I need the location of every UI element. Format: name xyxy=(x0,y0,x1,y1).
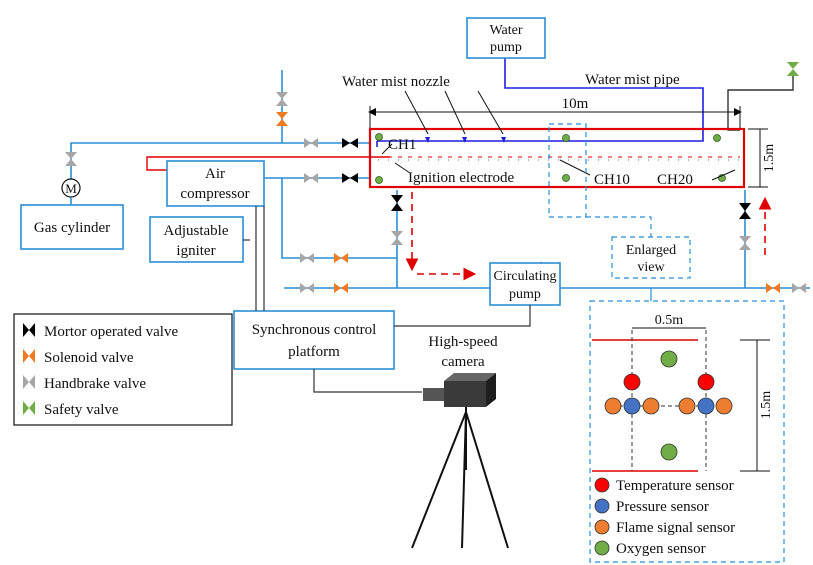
air-compressor-box xyxy=(166,160,265,207)
camera-icon xyxy=(411,373,509,549)
detail-sensors xyxy=(604,350,733,461)
water-nozzles xyxy=(425,137,506,143)
water-pump-label-2: pump xyxy=(490,40,522,55)
ch10-label: CH10 xyxy=(594,172,630,188)
control-lines xyxy=(243,206,531,393)
legend-solenoid-valve: Solenoid valve xyxy=(44,350,134,366)
detail-cross-section xyxy=(592,327,770,472)
circulating-pump-label-2: pump xyxy=(509,287,541,302)
air-compressor-label-1: Air xyxy=(205,166,225,182)
detail-height-label: 1.5m xyxy=(759,391,774,420)
flow-arrows xyxy=(405,192,772,281)
water-pump-label-1: Water xyxy=(489,23,522,38)
camera-label-2: camera xyxy=(441,354,485,370)
sync-platform-label-1: Synchronous control xyxy=(252,322,377,338)
ch1-label: CH1 xyxy=(388,137,416,153)
safety-valve xyxy=(787,62,799,76)
legend-temperature-sensor: Temperature sensor xyxy=(616,478,734,494)
water-mist-pipe xyxy=(376,58,704,147)
water-pump-box xyxy=(466,17,546,59)
adjustable-igniter-label-2: igniter xyxy=(176,243,215,259)
ch20-label: CH20 xyxy=(657,172,693,188)
air-compressor-label-2: compressor xyxy=(180,186,249,202)
circulating-pump-label-1: Circulating xyxy=(494,269,557,284)
legend-safety-valve: Safety valve xyxy=(44,402,119,418)
water-mist-nozzle-label: Water mist nozzle xyxy=(342,74,450,90)
sync-platform-label-2: platform xyxy=(288,344,340,360)
exhaust-line xyxy=(727,74,794,131)
adjustable-igniter-box xyxy=(149,216,244,263)
enlarged-view-label-1: Enlarged xyxy=(626,243,676,258)
gas-cylinder-box xyxy=(20,204,124,250)
handbrake-valves xyxy=(65,92,806,293)
legend-oxygen-sensor: Oxygen sensor xyxy=(616,541,706,557)
enlarged-region xyxy=(548,123,587,218)
ignition-electrode-label: Ignition electrode xyxy=(408,170,515,186)
solenoid-valves xyxy=(276,112,780,293)
svg-text:M: M xyxy=(65,181,77,196)
enlarged-view-box xyxy=(611,236,691,279)
valve-legend-icons xyxy=(23,323,35,415)
legend-flame-sensor: Flame signal sensor xyxy=(616,520,735,536)
detail-width-label: 0.5m xyxy=(655,313,684,328)
enlarged-view-label-2: view xyxy=(637,260,665,275)
legend-motor-valve: Mortor operated valve xyxy=(44,324,178,340)
water-mist-pipe-label: Water mist pipe xyxy=(585,72,680,88)
camera-label-1: High-speed xyxy=(428,334,498,350)
duct-oxygen-sensors xyxy=(375,133,726,184)
circulating-pump-box xyxy=(489,262,561,306)
legend-handbrake-valve: Handbrake valve xyxy=(44,376,146,392)
length-label: 10m xyxy=(562,96,589,112)
detail-panel xyxy=(589,300,785,563)
motor-valves xyxy=(342,138,751,219)
height-label: 1.5m xyxy=(762,144,777,173)
legend-pressure-sensor: Pressure sensor xyxy=(616,499,709,515)
valve-legend xyxy=(13,313,233,426)
sync-platform-box xyxy=(233,310,395,370)
adjustable-igniter-label-1: Adjustable xyxy=(164,223,229,239)
main-duct xyxy=(368,127,746,189)
length-dimension xyxy=(368,106,742,128)
sensor-legend xyxy=(594,477,610,556)
height-dimension xyxy=(748,128,768,188)
gas-cylinder-label: Gas cylinder xyxy=(34,220,110,236)
